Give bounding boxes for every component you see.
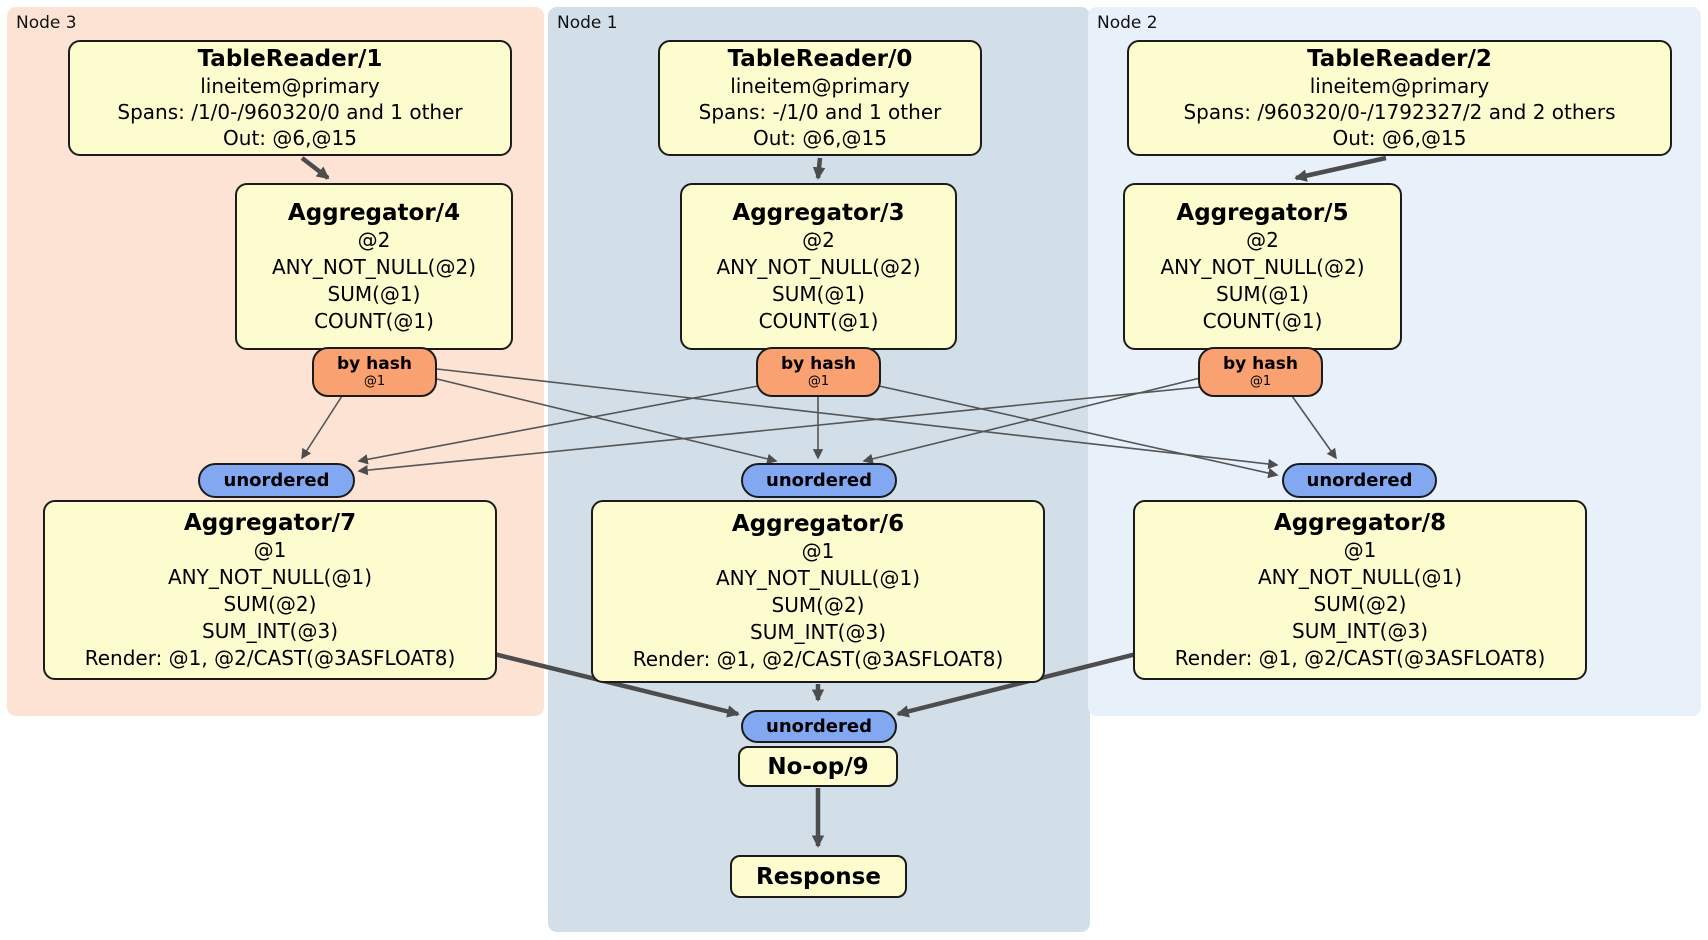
unordered-sync-final: unordered — [741, 710, 897, 743]
processor-detail: COUNT(@1) — [1202, 308, 1323, 333]
edge-hash5-unordered8 — [1291, 395, 1337, 460]
edge-tr0-agg3 — [812, 157, 826, 180]
processor-detail: SUM(@2) — [771, 593, 865, 617]
processor-title: TableReader/1 — [197, 46, 383, 72]
processor-detail: Spans: /960320/0-/1792327/2 and 2 others — [1183, 100, 1616, 124]
processor-title: TableReader/2 — [1307, 46, 1492, 72]
processor-detail: COUNT(@1) — [314, 308, 434, 333]
processor-detail: lineitem@primary — [200, 74, 380, 98]
edge-tr1-agg4 — [300, 156, 330, 180]
stream-label: unordered — [223, 470, 330, 491]
router-label: by hash — [1223, 354, 1298, 374]
processor-detail: ANY_NOT_NULL(@2) — [1160, 254, 1365, 279]
processor-detail: Out: @6,@15 — [223, 126, 357, 150]
node-group-3-label: Node 3 — [16, 13, 77, 33]
hash-router-5: by hash @1 — [1198, 347, 1323, 397]
processor-detail: SUM(@2) — [1313, 591, 1407, 616]
edge-hash3-unordered7 — [357, 385, 759, 465]
processor-detail: Render: @1, @2/CAST(@3ASFLOAT8) — [632, 647, 1004, 671]
hash-router-3: by hash @1 — [756, 347, 881, 397]
router-label: by hash — [781, 354, 856, 374]
aggregator-8-box: Aggregator/8 @1 ANY_NOT_NULL(@1) SUM(@2)… — [1133, 500, 1587, 680]
processor-title: No-op/9 — [767, 753, 869, 780]
processor-detail: Spans: -/1/0 and 1 other — [698, 100, 942, 124]
processor-detail: Render: @1, @2/CAST(@3ASFLOAT8) — [84, 645, 456, 670]
processor-detail: SUM(@1) — [327, 281, 421, 306]
processor-detail: Spans: /1/0-/960320/0 and 1 other — [117, 100, 463, 124]
edge-hash5-unordered7 — [357, 386, 1201, 476]
processor-detail: @1 — [1343, 537, 1377, 562]
aggregator-6-box: Aggregator/6 @1 ANY_NOT_NULL(@1) SUM(@2)… — [591, 500, 1045, 683]
processor-detail: SUM(@2) — [223, 591, 317, 616]
processor-detail: ANY_NOT_NULL(@2) — [716, 254, 921, 279]
processor-detail: ANY_NOT_NULL(@1) — [716, 566, 920, 590]
edge-hash4-unordered8 — [436, 368, 1279, 470]
processor-detail: ANY_NOT_NULL(@1) — [1258, 564, 1462, 589]
processor-detail: Out: @6,@15 — [1332, 126, 1467, 150]
edge-hash4-unordered7 — [301, 395, 343, 460]
edge-hash4-unordered6 — [436, 378, 778, 464]
processor-detail: SUM_INT(@3) — [750, 620, 886, 644]
processor-title: Response — [756, 863, 881, 890]
processor-detail: ANY_NOT_NULL(@2) — [272, 254, 476, 279]
stream-label: unordered — [766, 716, 872, 737]
processor-title: TableReader/0 — [727, 46, 913, 72]
unordered-sync-8: unordered — [1282, 463, 1437, 498]
aggregator-4-box: Aggregator/4 @2 ANY_NOT_NULL(@2) SUM(@1)… — [235, 183, 513, 350]
stream-label: unordered — [766, 470, 872, 491]
processor-detail: COUNT(@1) — [758, 308, 879, 333]
noop-box: No-op/9 — [738, 746, 898, 787]
table-reader-2-box: TableReader/2 lineitem@primary Spans: /9… — [1127, 40, 1672, 156]
router-detail: @1 — [363, 374, 386, 389]
processor-title: Aggregator/6 — [731, 511, 905, 537]
aggregator-7-box: Aggregator/7 @1 ANY_NOT_NULL(@1) SUM(@2)… — [43, 500, 497, 680]
aggregator-3-box: Aggregator/3 @2 ANY_NOT_NULL(@2) SUM(@1)… — [680, 183, 957, 350]
processor-detail: @1 — [801, 539, 835, 563]
processor-detail: Render: @1, @2/CAST(@3ASFLOAT8) — [1174, 645, 1546, 670]
router-detail: @1 — [807, 374, 830, 389]
processor-detail: @2 — [802, 227, 835, 252]
processor-title: Aggregator/4 — [287, 199, 461, 226]
hash-router-4: by hash @1 — [312, 347, 437, 397]
router-detail: @1 — [1249, 374, 1272, 389]
node-group-2-label: Node 2 — [1097, 13, 1158, 33]
table-reader-1-box: TableReader/1 lineitem@primary Spans: /1… — [68, 40, 512, 156]
processor-detail: lineitem@primary — [730, 74, 910, 98]
unordered-sync-7: unordered — [198, 463, 355, 498]
aggregator-5-box: Aggregator/5 @2 ANY_NOT_NULL(@2) SUM(@1)… — [1123, 183, 1402, 350]
processor-title: Aggregator/7 — [183, 509, 357, 536]
processor-title: Aggregator/3 — [732, 199, 905, 226]
processor-title: Aggregator/5 — [1176, 199, 1349, 226]
processor-detail: SUM_INT(@3) — [202, 618, 338, 643]
processor-detail: @2 — [357, 227, 391, 252]
response-box: Response — [730, 855, 907, 898]
processor-detail: @1 — [253, 537, 287, 562]
processor-detail: SUM(@1) — [1216, 281, 1309, 306]
stream-label: unordered — [1306, 470, 1413, 491]
processor-detail: Out: @6,@15 — [753, 126, 887, 150]
processor-detail: lineitem@primary — [1309, 74, 1490, 98]
edge-tr2-agg5 — [1294, 155, 1387, 182]
table-reader-0-box: TableReader/0 lineitem@primary Spans: -/… — [658, 40, 982, 156]
node-group-1-label: Node 1 — [557, 13, 618, 33]
processor-detail: SUM(@1) — [772, 281, 865, 306]
unordered-sync-6: unordered — [741, 463, 897, 498]
processor-detail: @2 — [1246, 227, 1279, 252]
edge-hash5-unordered6 — [862, 377, 1201, 464]
edge-hash3-unordered8 — [878, 385, 1279, 479]
processor-detail: SUM_INT(@3) — [1292, 618, 1428, 643]
processor-title: Aggregator/8 — [1273, 509, 1447, 536]
router-label: by hash — [337, 354, 412, 374]
processor-detail: ANY_NOT_NULL(@1) — [168, 564, 372, 589]
